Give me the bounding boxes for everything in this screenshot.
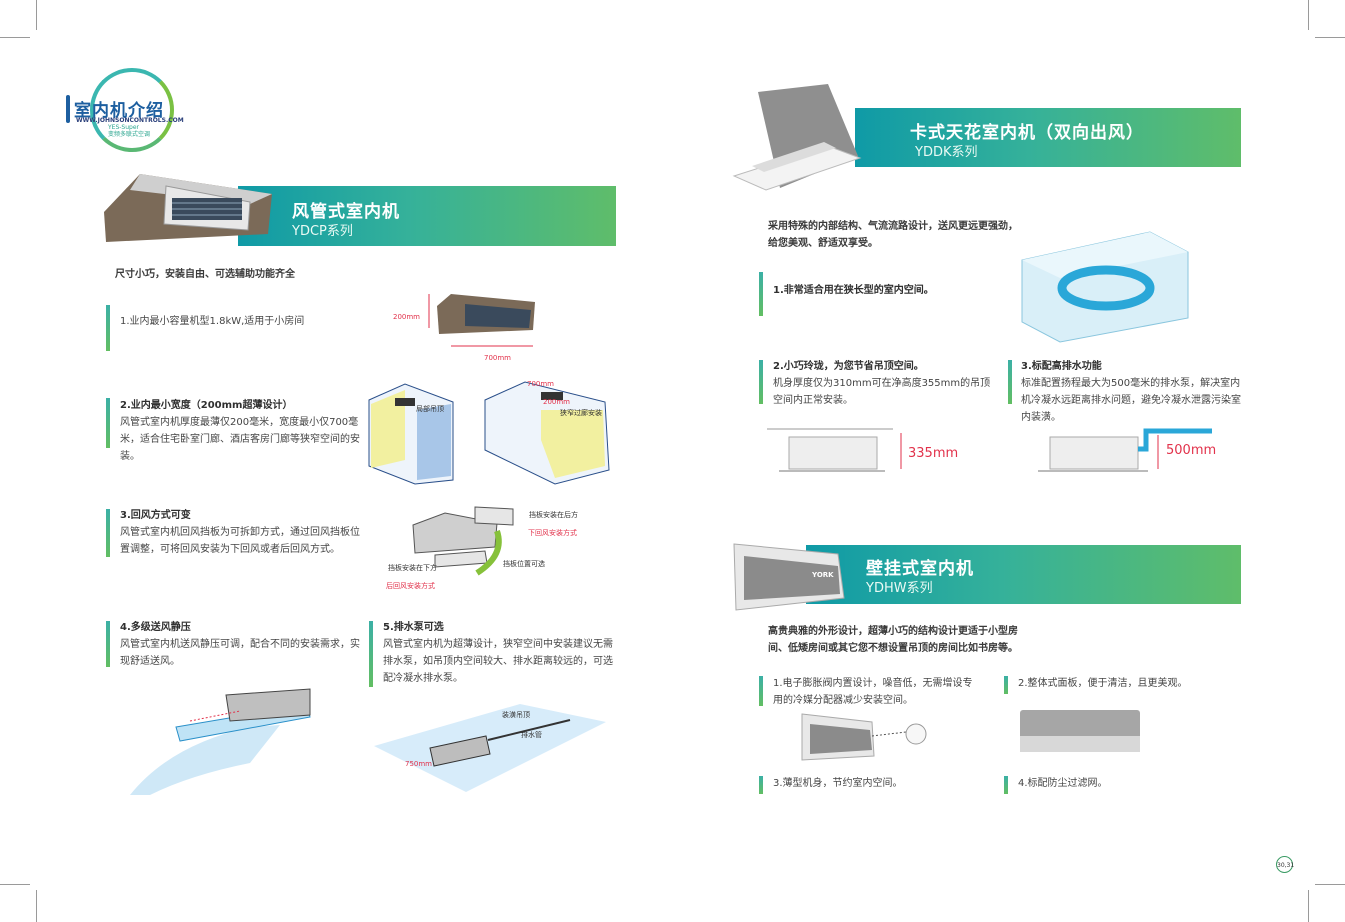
static-pressure-diagram (130, 688, 311, 795)
label-down-return: 下回风安装方式 (528, 529, 577, 537)
feature-marker (106, 621, 110, 667)
yddk-feature-2: 2.小巧玲珑，为您节省吊顶空间。机身厚度仅为310mm可在净高度355mm的吊顶… (773, 361, 991, 406)
ydcp-title: 风管式室内机 (292, 202, 400, 222)
ydhw-feature-4: 4.标配防尘过滤网。 (1018, 778, 1108, 789)
label-baffle-back: 挡板安装在后方 (529, 511, 578, 519)
label-local-ceiling: 局部吊顶 (416, 405, 444, 413)
ydcp-feature-3: 3.回风方式可变风管式室内机回风挡板为可拆卸方式，通过回风挡板位置调整，可将回风… (120, 510, 360, 555)
ydcp-series: YDCP系列 (292, 224, 353, 239)
ydcp-feature-2: 2.业内最小宽度（200mm超薄设计）风管式室内机厚度最薄仅200毫米，宽度最小… (120, 400, 360, 462)
crop-mark (1308, 890, 1309, 922)
page-number: 30,31 (1276, 856, 1294, 873)
feature-marker (759, 776, 763, 794)
dim-label-750: 750mm (405, 760, 432, 768)
feature-marker (1008, 360, 1012, 404)
return-air-diagram (412, 506, 514, 576)
feature-marker (106, 509, 110, 557)
dim-label-700: 700mm (484, 354, 511, 362)
crop-mark (36, 0, 37, 30)
feature-marker (369, 621, 373, 687)
airflow-room-diagram (1021, 231, 1189, 343)
cassette-unit-image (732, 84, 862, 191)
dim-label-700: 700mm (527, 380, 554, 388)
ydhw-series: YDHW系列 (866, 581, 933, 596)
dim-label-500: 500mm (1166, 443, 1217, 458)
crop-mark (36, 890, 37, 922)
feature-marker (759, 272, 763, 316)
dimension-diagram (428, 294, 535, 347)
crop-mark (0, 884, 30, 885)
label-baffle-bottom: 挡板安装在下方 (388, 564, 437, 572)
feature-marker (1004, 676, 1008, 694)
ydcp-banner (238, 186, 616, 246)
front-panel-image (1020, 710, 1140, 752)
ydhw-feature-2: 2.整体式面板，便于清洁，且更美观。 (1018, 678, 1188, 689)
dim-label-335: 335mm (908, 446, 959, 461)
logo-accent (66, 95, 70, 123)
label-ceiling: 装潢吊顶 (502, 711, 530, 719)
section-title: 室内机介绍 (74, 101, 164, 121)
ydcp-feature-4: 4.多级送风静压风管式室内机送风静压可调，配合不同的安装需求，实现舒适送风。 (120, 622, 360, 667)
yddk-feature-1: 1.非常适合用在狭长型的室内空间。 (773, 285, 934, 296)
drain-pump-diagram (374, 704, 606, 792)
dim-label-200: 200mm (393, 313, 420, 321)
ydcp-lead: 尺寸小巧，安装自由、可选辅助功能齐全 (115, 269, 295, 280)
yddk-series: YDDK系列 (915, 145, 978, 160)
label-baffle-position: 挡板位置可选 (503, 560, 545, 568)
logo-ring (90, 68, 174, 152)
crop-mark (1315, 37, 1345, 38)
drain-height-diagram (1038, 428, 1212, 472)
label-drain-pipe: 排水管 (521, 731, 542, 739)
yddk-lead: 采用特殊的内部结构、气流流路设计，送风更远更强劲，给您美观、舒适双享受。 (768, 221, 1018, 249)
wall-unit-image (733, 543, 845, 611)
feature-marker (106, 398, 110, 448)
brand-label: YORK (812, 571, 834, 579)
logo-url: WWW.JOHNSONCONTROLS.COM (76, 117, 184, 124)
feature-marker (106, 305, 110, 351)
crop-mark (0, 37, 30, 38)
duct-unit-image (104, 174, 272, 242)
label-corridor: 狭窄过廊安装 (560, 409, 602, 417)
ydhw-feature-3: 3.薄型机身，节约室内空间。 (773, 778, 903, 789)
feature-marker (759, 360, 763, 404)
feature-marker (759, 676, 763, 706)
ydhw-title: 壁挂式室内机 (866, 559, 974, 579)
dim-label-200: 200mm (543, 398, 570, 406)
room-install-diagram (368, 381, 610, 485)
ceiling-height-diagram (767, 428, 902, 472)
ydhw-banner (806, 545, 1241, 604)
yddk-title: 卡式天花室内机（双向出风） (910, 123, 1144, 143)
crop-mark (1315, 884, 1345, 885)
label-rear-return: 后回风安装方式 (386, 582, 435, 590)
ydhw-lead: 高贵典雅的外形设计，超薄小巧的结构设计更适于小型房间、低矮房间或其它您不想设置吊… (768, 626, 1018, 654)
crop-mark (1308, 0, 1309, 30)
ydhw-feature-1: 1.电子膨胀阀内置设计，噪音低，无需增设专用的冷媒分配器减少安装空间。 (773, 678, 973, 706)
yddk-banner (855, 108, 1241, 167)
feature-marker (1004, 776, 1008, 794)
ydcp-feature-5: 5.排水泵可选风管式室内机为超薄设计，狭窄空间中安装建议无需排水泵，如吊顶内空间… (383, 622, 613, 684)
yddk-feature-3: 3.标配高排水功能标准配置扬程最大为500毫米的排水泵，解决室内机冷凝水远距离排… (1021, 361, 1241, 423)
ydcp-feature-1: 1.业内最小容量机型1.8kW,适用于小房间 (120, 316, 305, 327)
wall-unit-valve-diagram (801, 713, 927, 761)
